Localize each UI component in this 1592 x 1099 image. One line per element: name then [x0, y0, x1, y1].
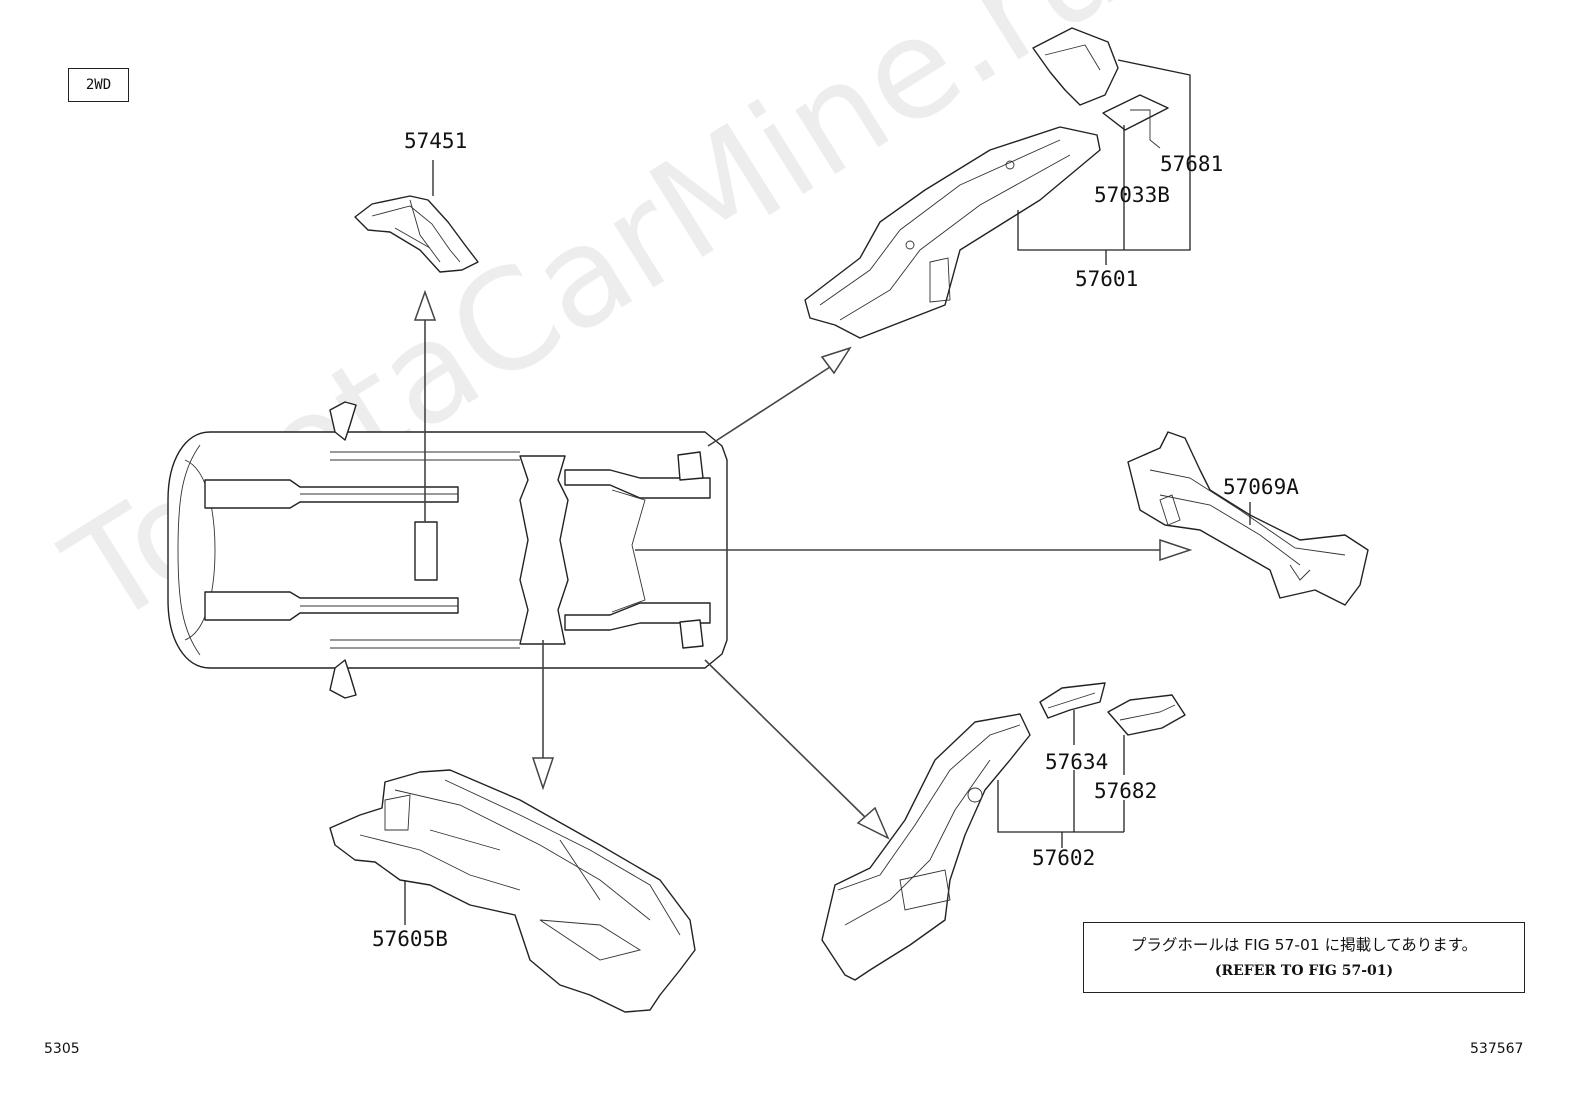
part-label-57069A[interactable]: 57069A — [1223, 475, 1299, 499]
part-57601-drawing — [804, 27, 1191, 339]
vehicle-underbody-overview — [167, 401, 728, 699]
arrows — [413, 289, 1193, 840]
part-57602-drawing — [821, 682, 1186, 981]
part-label-57605B[interactable]: 57605B — [372, 927, 448, 951]
part-57069A-drawing — [1127, 431, 1369, 606]
part-label-57602[interactable]: 57602 — [1032, 846, 1096, 870]
page-code-left: 5305 — [44, 1041, 80, 1057]
part-label-57682[interactable]: 57682 — [1094, 779, 1158, 803]
part-label-57601[interactable]: 57601 — [1075, 267, 1139, 291]
refer-note-japanese: プラグホールは FIG 57-01 に掲載してあります。 — [1130, 936, 1478, 954]
page-code-right: 537567 — [1470, 1041, 1524, 1057]
part-label-57681[interactable]: 57681 — [1160, 152, 1224, 176]
part-57605B-drawing — [329, 769, 696, 1013]
part-label-57451[interactable]: 57451 — [404, 129, 468, 153]
drive-type-badge: 2WD — [68, 68, 129, 102]
refer-note-box: プラグホールは FIG 57-01 に掲載してあります。 (REFER TO F… — [1083, 922, 1525, 993]
part-label-57033B[interactable]: 57033B — [1094, 183, 1170, 207]
part-57451-drawing — [354, 160, 479, 273]
part-label-57634[interactable]: 57634 — [1045, 750, 1109, 774]
refer-note-english: (REFER TO FIG 57-01) — [1214, 963, 1394, 979]
